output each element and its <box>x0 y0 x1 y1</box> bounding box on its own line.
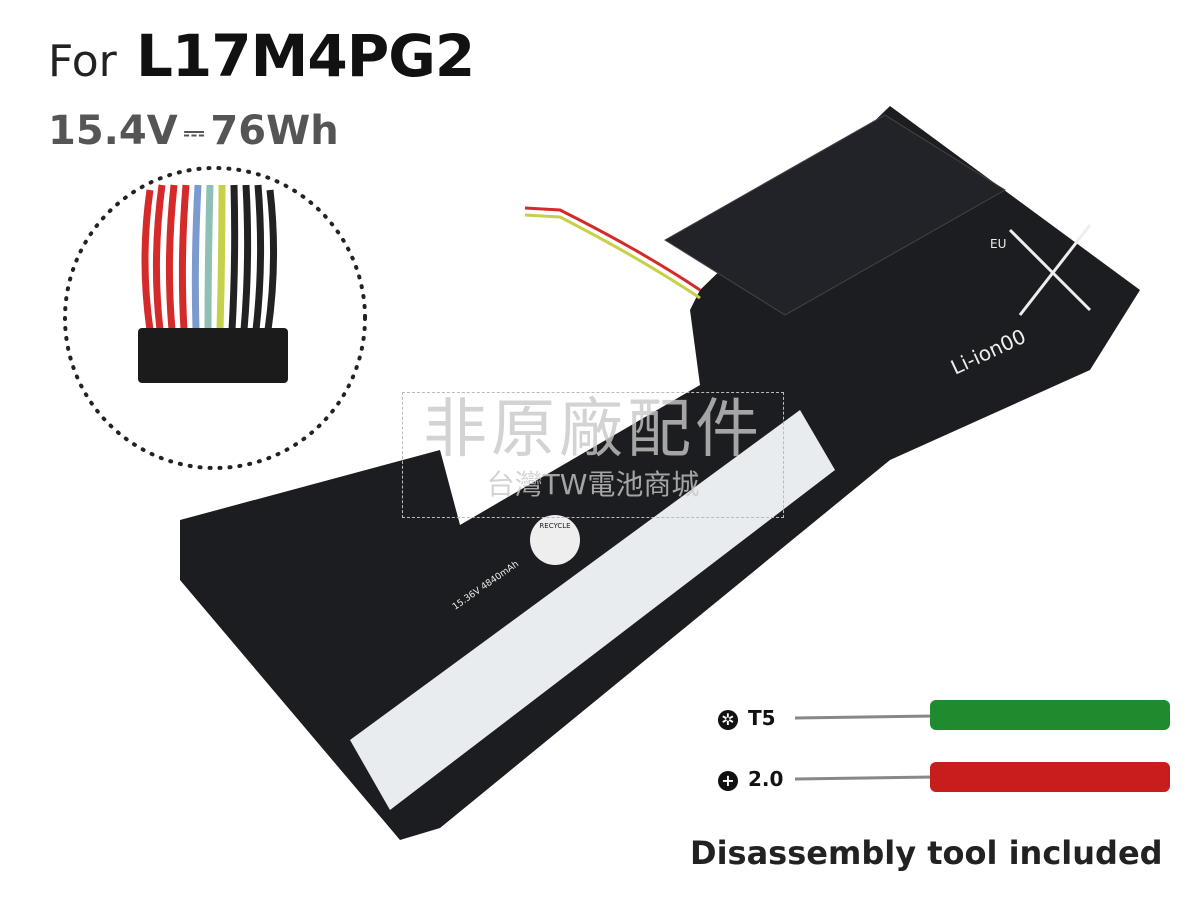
connector-zoom-circle <box>63 166 367 470</box>
title-prefix: For <box>48 36 117 87</box>
model-number: L17M4PG2 <box>135 22 475 90</box>
product-title: For L17M4PG2 <box>48 22 475 90</box>
torx-star-icon: ✲ <box>718 709 738 730</box>
screwdriver-t5 <box>794 700 1170 730</box>
energy: 76Wh <box>210 108 339 154</box>
watermark-line1: 非原廠配件 <box>423 393 763 467</box>
tool-t5: ✲T5 <box>718 706 776 730</box>
battery-cable <box>524 206 701 292</box>
dc-symbol-icon: ⎓ <box>183 117 205 148</box>
watermark: 非原廠配件 台灣TW電池商城 <box>402 392 784 518</box>
recycle-seal <box>530 515 580 565</box>
footer-caption: Disassembly tool included <box>690 834 1163 872</box>
phillips-cross-icon: + <box>718 770 738 791</box>
svg-text:RECYCLE: RECYCLE <box>539 522 570 530</box>
battery-top-label <box>664 114 1006 316</box>
battery-spec: 15.4V⎓76Wh <box>48 108 339 154</box>
battery-warning-label <box>350 410 835 810</box>
battery-body <box>180 106 1140 840</box>
wire-bundle <box>141 184 278 331</box>
watermark-line2: 台灣TW電池商城 <box>486 468 700 501</box>
connector-plug <box>138 328 288 383</box>
weee-bin-icon <box>1008 224 1092 316</box>
screwdriver-phillips <box>794 762 1170 792</box>
voltage: 15.4V <box>48 108 178 154</box>
eu-label: EU <box>990 237 1006 251</box>
tool-phillips: +2.0 <box>718 767 783 791</box>
